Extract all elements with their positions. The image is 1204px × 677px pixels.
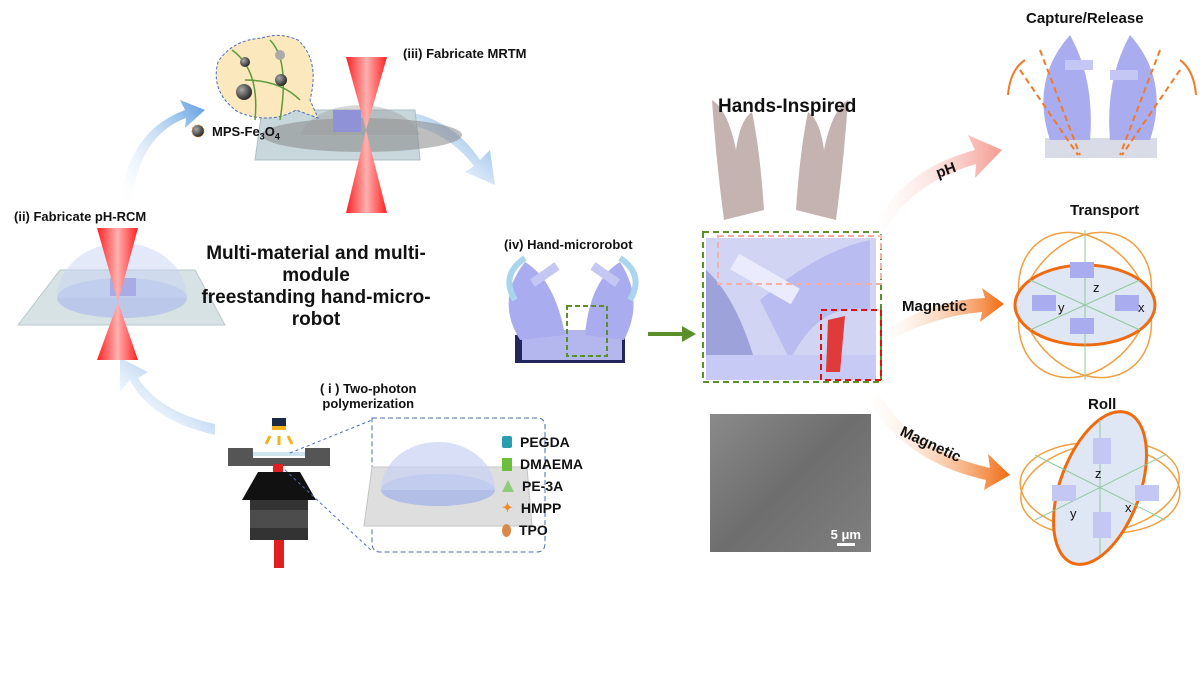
red-magnetic-region-box [820, 309, 882, 381]
step-iv-label: (iv) Hand-microrobot [504, 237, 633, 252]
two-photon-setup-illustration [228, 418, 330, 568]
roll-orbit-diagram [1019, 410, 1181, 566]
pH-RCM-fabrication-illustration [16, 228, 226, 360]
capture-release-illustration [1007, 35, 1197, 158]
MRTM-fabrication-illustration [254, 57, 462, 213]
transport-axis-y: y [1058, 300, 1065, 315]
transport-orbit-diagram [1013, 230, 1157, 380]
nanoparticle-icon [191, 124, 205, 138]
nanoparticle-label: MPS-Fe3O4 [212, 124, 280, 142]
resin-droplet-illustration [363, 442, 533, 527]
zoom-region-box [566, 305, 608, 357]
legend-item-pe3a: PE-3A [502, 478, 563, 494]
sem-image: 5 μm [710, 414, 871, 552]
magnetic-stimulus-label-1: Magnetic [902, 298, 968, 315]
hands-inspired-label: Hands-Inspired [718, 96, 857, 117]
roll-axis-y: y [1070, 506, 1077, 521]
triangle-icon [502, 480, 514, 492]
roll-axis-x: x [1125, 500, 1132, 515]
cylinder-icon [502, 436, 512, 448]
pink-pH-region-box [717, 235, 882, 285]
transport-axis-x: x [1138, 300, 1145, 315]
transport-axis-z: z [1093, 280, 1100, 295]
roll-axis-z: z [1095, 466, 1102, 481]
flow-arrow-i-to-ii [120, 358, 215, 435]
legend-item-dmaema: DMAEMA [502, 456, 583, 472]
step-iii-label: (iii) Fabricate MRTM [403, 46, 527, 61]
scale-bar: 5 μm [831, 527, 861, 546]
magnetic-arrow-2 [868, 392, 1010, 490]
pH-arrow [870, 135, 1002, 240]
legend-item-hmpp: ✦HMPP [502, 500, 562, 516]
magnetic-arrow-1 [882, 288, 1004, 340]
transport-label: Transport [1070, 202, 1140, 219]
green-detail-box [702, 231, 882, 383]
legend-item-pegda: PEGDA [502, 434, 570, 450]
hands-photo [712, 100, 848, 220]
star-icon: ✦ [502, 500, 513, 515]
legend-item-tpo: TPO [502, 522, 548, 538]
capture-release-label: Capture/Release [1026, 10, 1144, 27]
hand-microrobot-illustration [506, 255, 639, 363]
green-block-icon [502, 457, 512, 471]
flow-arrow-ii-to-iii [120, 100, 205, 200]
nanoparticle-network-bubble [215, 34, 319, 121]
egg-icon [502, 523, 511, 537]
enlarged-finger-detail [706, 238, 876, 380]
roll-label: Roll [1088, 396, 1117, 413]
step-ii-label: (ii) Fabricate pH-RCM [14, 209, 147, 224]
zoom-arrow [648, 326, 696, 342]
